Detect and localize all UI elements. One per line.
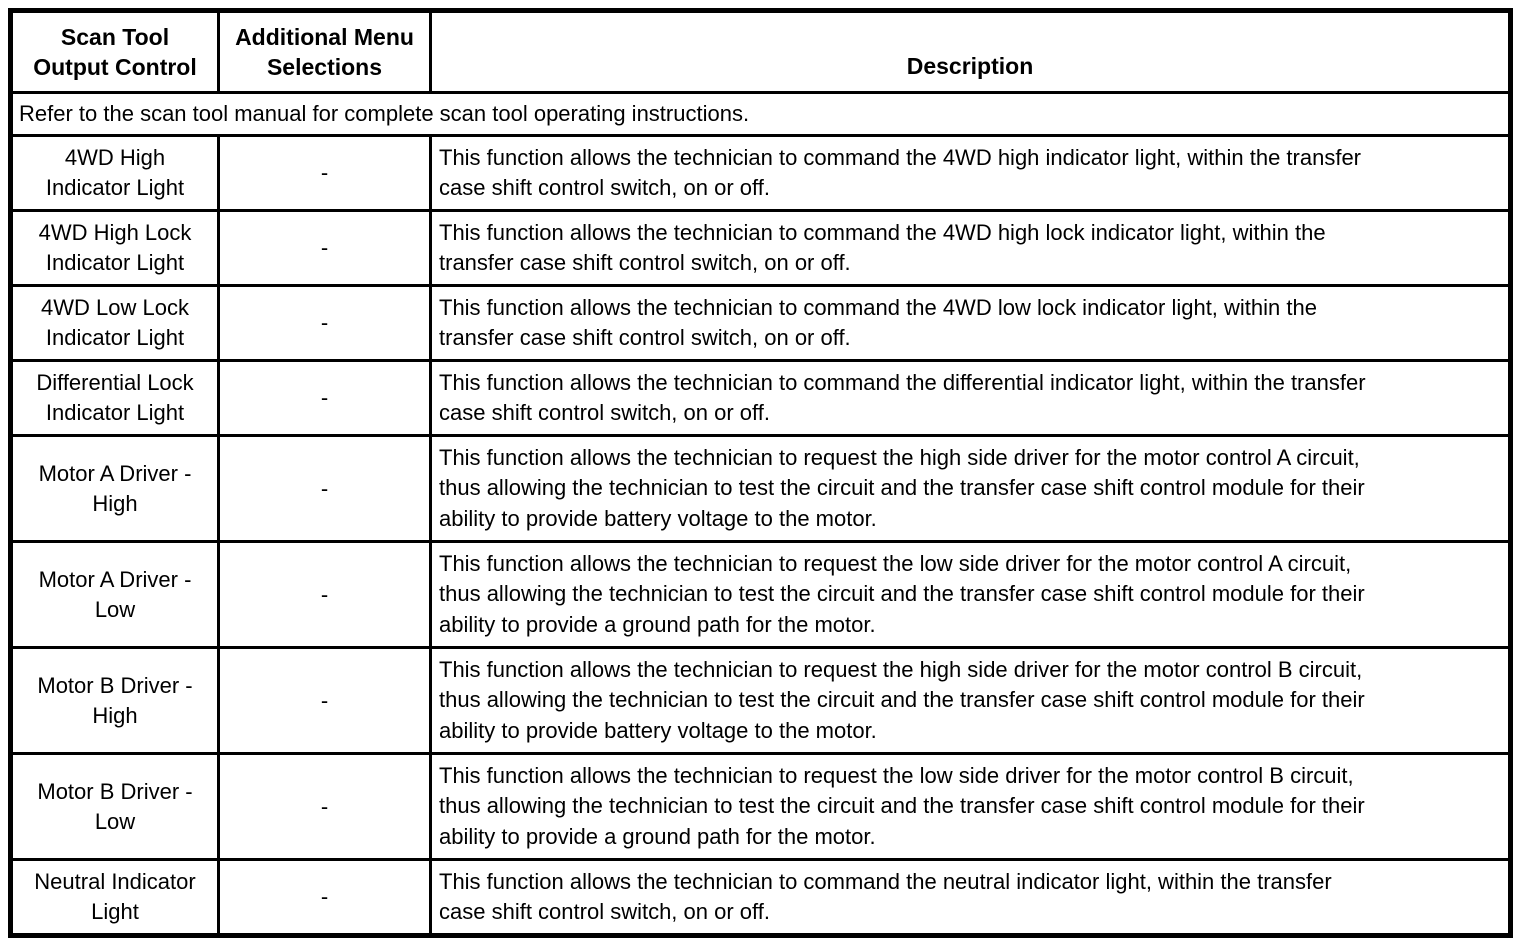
- scan-tool-output-control-table: Scan Tool Output Control Additional Menu…: [8, 8, 1513, 938]
- row-menu-cell: -: [217, 434, 432, 543]
- row-control-cell: Differential Lock Indicator Light: [9, 359, 220, 437]
- row-control-cell: 4WD Low Lock Indicator Light: [9, 284, 220, 362]
- row-menu-cell: -: [217, 359, 432, 437]
- row-control-cell: 4WD High Lock Indicator Light: [9, 209, 220, 287]
- row-description-cell: This function allows the technician to c…: [429, 134, 1512, 212]
- col-header-scan-tool-output-control: Scan Tool Output Control: [9, 9, 220, 94]
- row-menu-cell: -: [217, 858, 432, 937]
- table-row: 4WD Low Lock Indicator Light - This func…: [9, 284, 1512, 362]
- row-description-cell: This function allows the technician to c…: [429, 284, 1512, 362]
- table-row: Motor A Driver - High - This function al…: [9, 434, 1512, 543]
- row-control-cell: Motor B Driver - Low: [9, 752, 220, 861]
- row-menu-cell: -: [217, 540, 432, 649]
- table-row: 4WD High Lock Indicator Light - This fun…: [9, 209, 1512, 287]
- table-note: Refer to the scan tool manual for comple…: [9, 91, 1512, 137]
- row-description-cell: This function allows the technician to r…: [429, 540, 1512, 649]
- row-description-cell: This function allows the technician to c…: [429, 209, 1512, 287]
- col-header-description: Description: [429, 9, 1512, 94]
- row-menu-cell: -: [217, 284, 432, 362]
- col-header-additional-menu-selections: Additional Menu Selections: [217, 9, 432, 94]
- row-menu-cell: -: [217, 752, 432, 861]
- row-control-cell: 4WD High Indicator Light: [9, 134, 220, 212]
- table-row: Differential Lock Indicator Light - This…: [9, 359, 1512, 437]
- row-description-cell: This function allows the technician to r…: [429, 752, 1512, 861]
- row-menu-cell: -: [217, 134, 432, 212]
- row-control-cell: Neutral Indicator Light: [9, 858, 220, 937]
- table-row: Motor B Driver - Low - This function all…: [9, 752, 1512, 861]
- row-menu-cell: -: [217, 209, 432, 287]
- row-description-cell: This function allows the technician to r…: [429, 434, 1512, 543]
- row-control-cell: Motor A Driver - High: [9, 434, 220, 543]
- row-control-cell: Motor A Driver - Low: [9, 540, 220, 649]
- table-row: 4WD High Indicator Light - This function…: [9, 134, 1512, 212]
- table-row: Motor B Driver - High - This function al…: [9, 646, 1512, 755]
- row-description-cell: This function allows the technician to r…: [429, 646, 1512, 755]
- row-description-cell: This function allows the technician to c…: [429, 359, 1512, 437]
- row-menu-cell: -: [217, 646, 432, 755]
- table-header-row: Scan Tool Output Control Additional Menu…: [9, 9, 1512, 94]
- row-control-cell: Motor B Driver - High: [9, 646, 220, 755]
- manual-page: Scan Tool Output Control Additional Menu…: [8, 8, 1513, 938]
- row-description-cell: This function allows the technician to c…: [429, 858, 1512, 937]
- table-note-row: Refer to the scan tool manual for comple…: [9, 91, 1512, 137]
- table-row: Motor A Driver - Low - This function all…: [9, 540, 1512, 649]
- table-row: Neutral Indicator Light - This function …: [9, 858, 1512, 937]
